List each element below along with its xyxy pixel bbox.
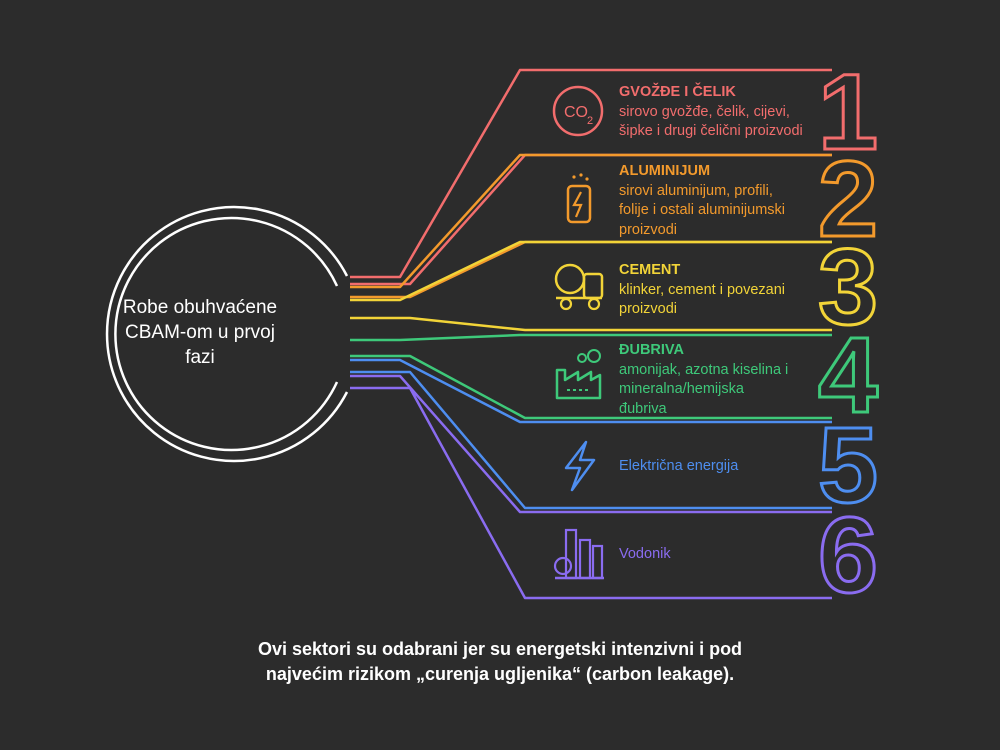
item-text-1: GVOŽĐE I ČELIK sirovo gvožđe, čelik, cije… bbox=[619, 83, 803, 142]
refinery-icon bbox=[553, 528, 604, 580]
item-text-2: ALUMINIJUM sirovi aluminijum, profili, fol… bbox=[619, 162, 785, 240]
item-description-line: Električna energija bbox=[619, 458, 739, 474]
band-3: 3 bbox=[350, 225, 880, 349]
item-description-line: Vodonik bbox=[619, 546, 671, 562]
item-description-line: amonijak, azotna kiselina i bbox=[619, 361, 789, 378]
hub-label: Robe obuhvaćene CBAM-om u prvoj fazi bbox=[122, 297, 278, 368]
band-5: 5 bbox=[350, 358, 880, 527]
band-number-4: 4 bbox=[818, 314, 878, 435]
item-description-line: đubriva bbox=[619, 400, 667, 417]
band-number-6: 6 bbox=[818, 494, 878, 615]
band-outline-6 bbox=[350, 374, 832, 600]
band-number-2: 2 bbox=[818, 138, 878, 259]
item-description-line: proizvodi bbox=[619, 301, 678, 317]
band-6: 6 bbox=[350, 374, 880, 617]
item-text-6: Vodonik bbox=[619, 545, 671, 565]
band-outline-5 bbox=[350, 358, 832, 510]
item-description-line: proizvodi bbox=[619, 221, 678, 238]
item-description-line: klinker, cement i povezani bbox=[619, 281, 786, 298]
footer-note: Ovi sektori su odabrani jer su energetsk… bbox=[257, 639, 743, 684]
item-description-line: šipke i drugi čelični proizvodi bbox=[619, 123, 803, 139]
band-number-1: 1 bbox=[818, 51, 878, 172]
item-title: ĐUBRIVA bbox=[619, 342, 684, 358]
hub-circle bbox=[105, 205, 349, 463]
svg-text:2: 2 bbox=[587, 115, 593, 127]
lightning-icon bbox=[564, 440, 596, 492]
band-4: 4 bbox=[350, 313, 880, 437]
cement-mixer-icon bbox=[554, 263, 604, 311]
can-icon bbox=[566, 173, 592, 224]
factory-icon bbox=[555, 349, 602, 400]
item-description-line: folije i ostali aluminijumski bbox=[619, 202, 785, 218]
item-description-line: sirovo gvožđe, čelik, cijevi, bbox=[619, 103, 790, 120]
item-text-4: ĐUBRIVA amonijak, azotna kiselina i minera… bbox=[619, 341, 788, 419]
item-description-line: mineralna/hemijska bbox=[619, 381, 744, 397]
band-number-5: 5 bbox=[818, 404, 878, 525]
svg-text:CO: CO bbox=[564, 104, 588, 121]
band-outline-3 bbox=[350, 240, 832, 332]
item-title: ALUMINIJUM bbox=[619, 163, 711, 179]
item-description-line: sirovi aluminijum, profili, bbox=[619, 182, 773, 199]
band-number-3: 3 bbox=[818, 226, 878, 347]
item-title: CEMENT bbox=[619, 262, 681, 278]
item-title: GVOŽĐE I ČELIK bbox=[619, 84, 736, 100]
item-text-5: Električna energija bbox=[619, 457, 738, 477]
band-outline-4 bbox=[350, 333, 832, 420]
band-2: 2 bbox=[350, 137, 880, 299]
item-text-3: CEMENT klinker, cement i povezani proizvod… bbox=[619, 261, 785, 320]
